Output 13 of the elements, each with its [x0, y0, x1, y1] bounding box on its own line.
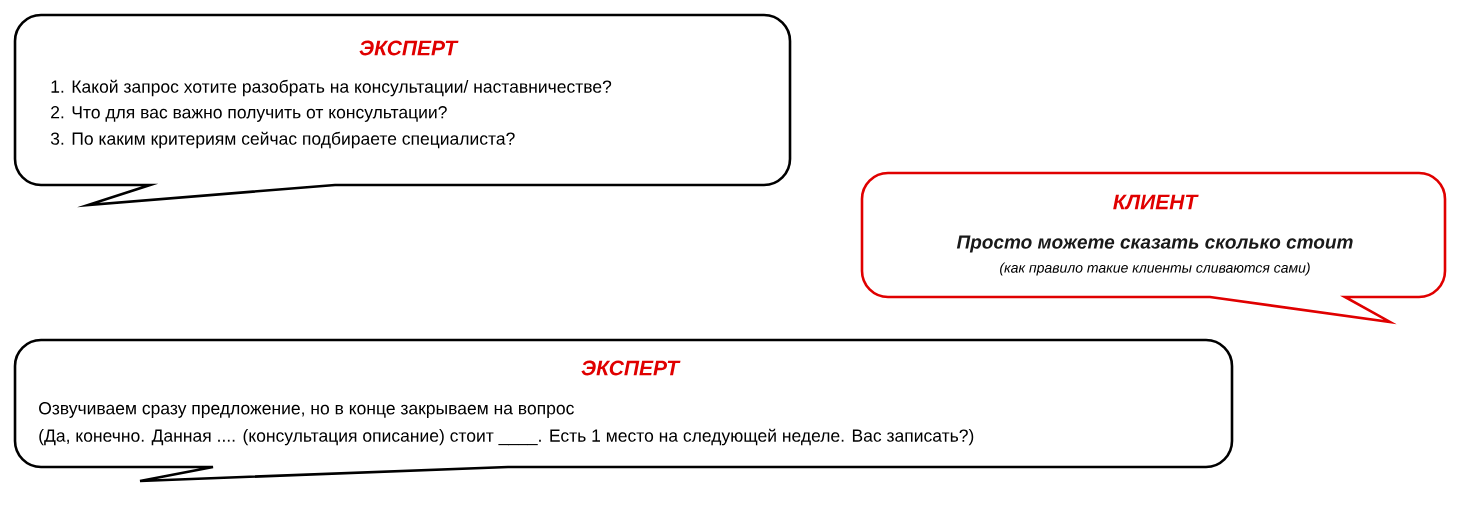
speech-bubble: [860, 171, 1447, 324]
speaker-heading: ЭКСПЕРТ: [581, 360, 681, 376]
speech-bubble: [13, 13, 792, 207]
bubble-text: 2. Что для вас важно получить от консультации?: [51, 106, 447, 122]
speaker-heading: КЛИЕНТ: [1113, 194, 1199, 210]
bubble-text: 3. По каким критериям сейчас подбираете специалиста?: [50, 131, 515, 149]
bubble-text: 1. Какой запрос хотите разобрать на консультации/ наставничестве?: [51, 79, 612, 97]
speech-bubble: [13, 338, 1234, 483]
bubble-note: (как правило такие клиенты сливаются сами): [1000, 262, 1310, 276]
bubble-text: Озвучиваем сразу предложение, но в конце закрываем на вопрос: [39, 402, 574, 418]
bubble-text: (Да, конечно. Данная .... (консультация описание) стоит ____. Есть 1 место на следующей неделе. Вас записать?): [39, 428, 974, 446]
bubble-text: Просто можете сказать сколько стоит: [956, 235, 1353, 253]
speaker-heading: ЭКСПЕРТ: [359, 40, 459, 56]
